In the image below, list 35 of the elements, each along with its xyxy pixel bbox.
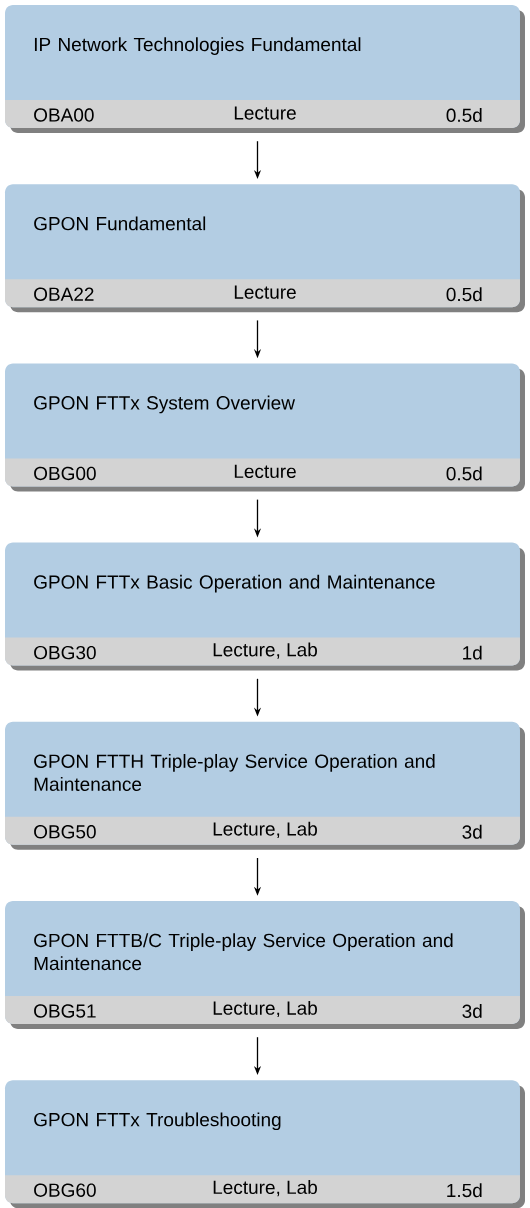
course-format: Lecture, Lab: [213, 642, 317, 659]
course-duration: 3d: [462, 824, 482, 839]
course-format: Lecture, Lab: [213, 1180, 317, 1197]
course-format: Lecture, Lab: [213, 821, 317, 838]
course-format: Lecture: [234, 285, 296, 299]
course-code: OBA22: [34, 287, 94, 301]
course-box: [5, 1080, 525, 1208]
course-format: Lecture: [234, 464, 296, 479]
course-title: GPON FTTx Basic Operation and Maintenance: [34, 574, 435, 593]
course-format: Lecture: [234, 106, 296, 120]
course-duration: 0.5d: [446, 108, 482, 122]
course-title: IP Network Technologies Fundamental: [34, 37, 361, 55]
course-duration: 3d: [462, 1004, 482, 1018]
course-box: [5, 184, 525, 313]
course-box: [5, 901, 525, 1029]
course-code: OBG00: [34, 466, 96, 481]
course-title: GPON FTTB/C Triple-play Service Operation and Maintenance: [34, 933, 453, 971]
course-code: OBG51: [34, 1004, 96, 1018]
course-box: [5, 542, 525, 671]
course-box: [5, 721, 525, 850]
course-code: OBG30: [34, 645, 96, 660]
course-duration: 0.5d: [446, 466, 482, 481]
course-format: Lecture, Lab: [213, 1000, 317, 1018]
course-title: GPON FTTx System Overview: [34, 395, 296, 414]
course-duration: 1d: [463, 645, 482, 660]
course-title: GPON Fundamental: [34, 216, 206, 231]
course-duration: 0.5d: [446, 287, 482, 302]
course-code: OBG60: [34, 1183, 96, 1197]
course-box: [5, 5, 525, 133]
course-duration: 1.5d: [447, 1183, 482, 1198]
course-title: GPON FTTH Triple-play Service Operation and Maintenance: [34, 754, 435, 791]
course-title: GPON FTTx Troubleshooting: [34, 1112, 281, 1131]
course-box: [5, 363, 525, 492]
course-code: OBA00: [34, 108, 94, 122]
course-code: OBG50: [34, 825, 96, 839]
